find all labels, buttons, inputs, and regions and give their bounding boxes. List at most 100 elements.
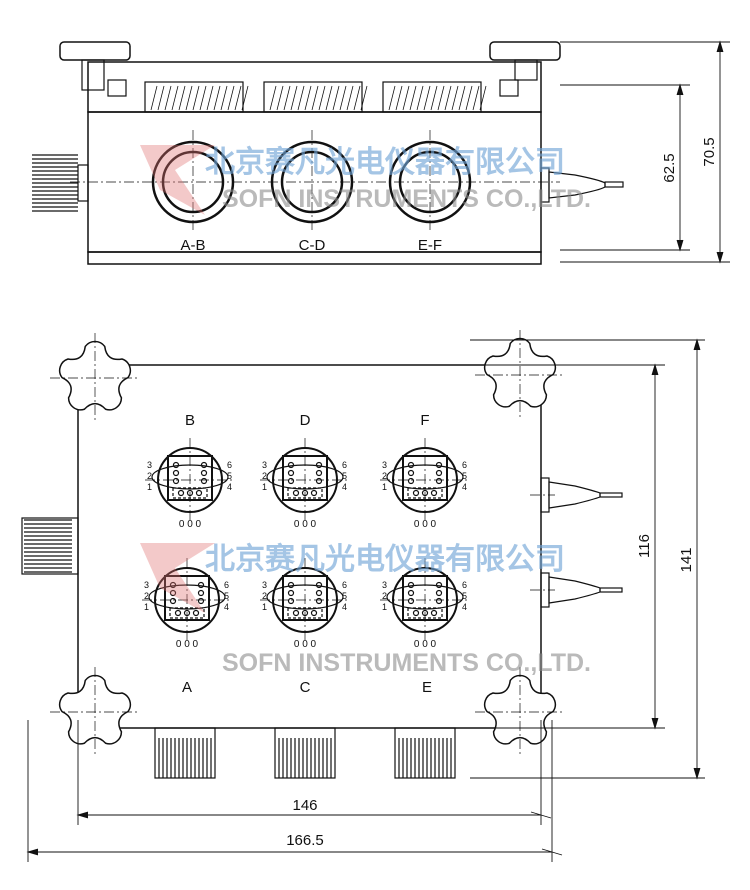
side-knurled-knob <box>32 154 89 212</box>
side-fiber-connector <box>540 167 624 203</box>
pin-number: 4 <box>224 602 229 612</box>
arrow-icon <box>693 338 701 351</box>
slot-hatch <box>297 85 305 111</box>
slot-hatching <box>150 85 487 111</box>
slot-hatch <box>388 85 396 111</box>
slot-hatch <box>465 85 473 111</box>
arrow-icon <box>693 767 701 780</box>
slot-hatch <box>213 85 221 111</box>
fiber-connector <box>530 477 623 513</box>
pin-number: 1 <box>147 482 152 492</box>
pin <box>287 469 295 477</box>
bottom-knobs <box>154 727 456 779</box>
arrow-icon <box>76 811 89 819</box>
dimension-lines <box>26 40 730 862</box>
socket <box>380 438 470 522</box>
pin-number: 1 <box>382 482 387 492</box>
slot-hatch <box>185 85 193 111</box>
slot-hatch <box>311 85 319 111</box>
slot-hatch <box>451 85 459 111</box>
pin-number: 1 <box>262 482 267 492</box>
pin <box>435 477 443 485</box>
pin-row <box>287 607 323 619</box>
pin <box>287 589 295 597</box>
pin <box>301 609 309 617</box>
watermark-en: SOFN INSTRUMENTS CO.,LTD. <box>222 185 591 213</box>
pin-row <box>407 607 443 619</box>
side-seal-right <box>499 79 519 97</box>
pin-number: 1 <box>262 602 267 612</box>
socket <box>260 438 350 522</box>
port-label-c: C <box>300 679 311 696</box>
pin-number: 3 <box>382 460 387 470</box>
slot-hatch <box>416 85 424 111</box>
pin-number: 5 <box>227 471 232 481</box>
connector-tip <box>599 587 623 593</box>
pin <box>172 469 180 477</box>
slot-hatch <box>241 85 249 111</box>
slot-hatch <box>437 85 445 111</box>
pin-number: 2 <box>262 591 267 601</box>
pin <box>301 489 309 497</box>
dim-62-5: 62.5 <box>661 153 678 182</box>
pin <box>407 589 415 597</box>
side-view <box>32 41 624 265</box>
slot-hatch <box>192 85 200 111</box>
pin <box>315 469 323 477</box>
pin <box>407 581 415 589</box>
top-port-labels: B D F A C E <box>182 412 432 696</box>
pin-number: 2 <box>144 591 149 601</box>
pin <box>412 489 420 497</box>
pin <box>172 477 180 485</box>
pin-number: 3 <box>144 580 149 590</box>
slot-hatch <box>402 85 410 111</box>
pin-number: 4 <box>462 482 467 492</box>
pin <box>287 581 295 589</box>
slot-hatch <box>409 85 417 111</box>
slot-hatch <box>444 85 452 111</box>
pin <box>169 581 177 589</box>
pin <box>310 609 318 617</box>
port-label-d: D <box>300 412 311 429</box>
pin-number: 4 <box>462 602 467 612</box>
fiber-connectors <box>530 477 623 608</box>
pin-number: 6 <box>462 580 467 590</box>
side-slot-1 <box>144 81 244 113</box>
arrow-icon <box>26 848 39 856</box>
connector-tip <box>599 492 623 498</box>
slot-hatch <box>318 85 326 111</box>
slot-hatch <box>290 85 298 111</box>
dimension-labels: 62.5 70.5 116 141 146 166.5 <box>286 137 718 849</box>
pin-bottom-number: 0 0 0 <box>414 639 437 650</box>
left-knurled-knob <box>21 517 79 575</box>
bottom-knurled-knob <box>154 727 216 779</box>
pin-bottom-number: 0 0 0 <box>294 519 317 530</box>
sockets <box>142 438 470 642</box>
slot-hatch <box>458 85 466 111</box>
slot-hatch <box>304 85 312 111</box>
pin-number: 1 <box>382 602 387 612</box>
side-knob-left-stem <box>81 59 105 91</box>
knob-body <box>154 727 216 779</box>
pin <box>200 469 208 477</box>
pin-bottom-number: 0 0 0 <box>414 519 437 530</box>
slot-hatch <box>430 85 438 111</box>
arrow-icon <box>651 717 659 730</box>
pin-bottom-number: 0 0 0 <box>179 519 202 530</box>
pin <box>186 489 194 497</box>
side-slot-3 <box>382 81 482 113</box>
slot-hatch <box>178 85 186 111</box>
pin-number: 6 <box>227 460 232 470</box>
slot-hatch <box>423 85 431 111</box>
watermark-en: SOFN INSTRUMENTS CO.,LTD. <box>222 649 591 677</box>
pin <box>287 477 295 485</box>
pin <box>407 477 415 485</box>
pin-number: 2 <box>382 471 387 481</box>
pin <box>435 469 443 477</box>
pin-number: 5 <box>224 591 229 601</box>
slot-hatch <box>332 85 340 111</box>
arrow-icon <box>651 363 659 376</box>
pin <box>315 477 323 485</box>
